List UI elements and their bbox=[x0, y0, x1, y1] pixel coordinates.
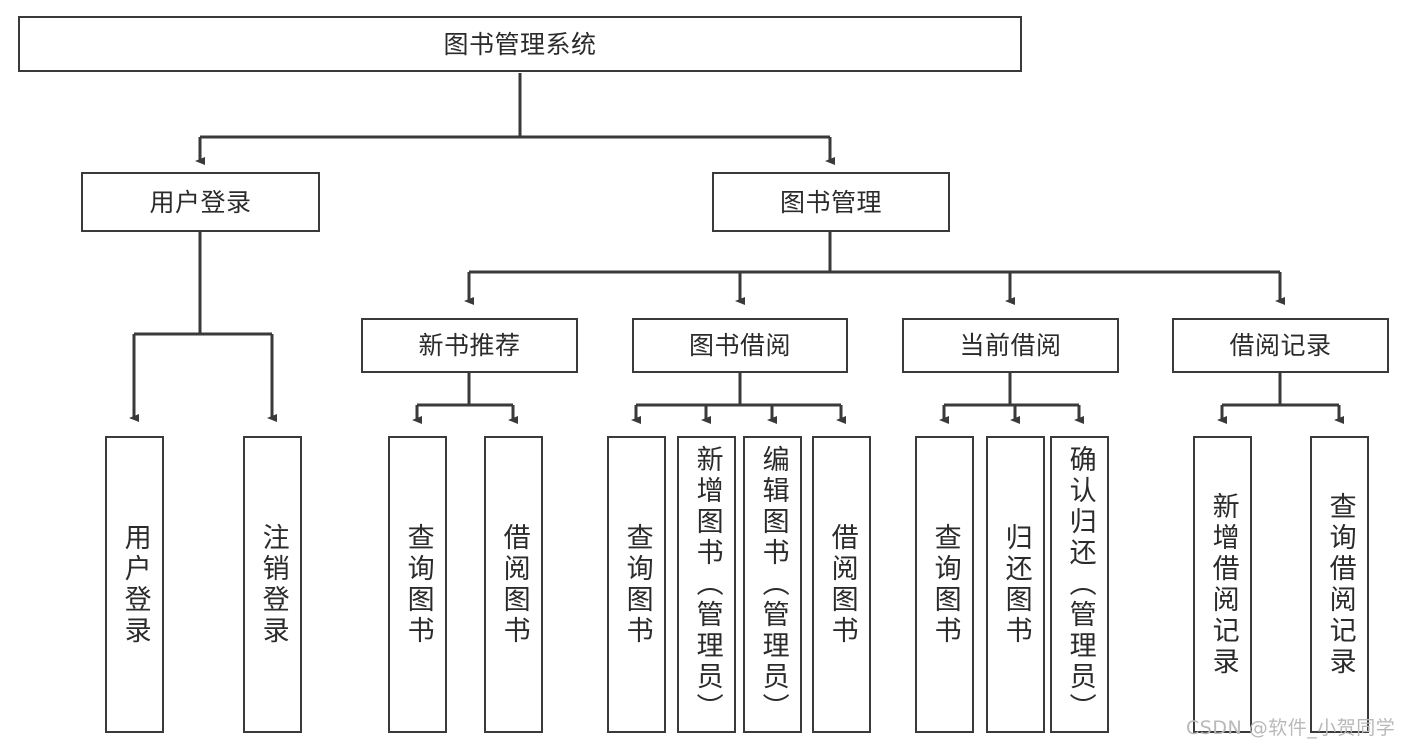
node-leaf-query-book-3[interactable]: 查询图书 bbox=[915, 436, 974, 733]
node-book-borrow[interactable]: 图书借阅 bbox=[632, 318, 848, 373]
node-leaf-add-book[interactable]: 新增图书（管理员） bbox=[677, 436, 736, 733]
node-leaf-query-record[interactable]: 查询借阅记录 bbox=[1310, 436, 1369, 733]
node-leaf-query-record-label: 查询借阅记录 bbox=[1324, 491, 1356, 678]
node-leaf-edit-book[interactable]: 编辑图书（管理员） bbox=[743, 436, 802, 733]
node-leaf-query-book-1-label: 查询图书 bbox=[402, 522, 434, 647]
node-root-label: 图书管理系统 bbox=[443, 29, 597, 59]
node-leaf-add-record[interactable]: 新增借阅记录 bbox=[1193, 436, 1252, 733]
node-leaf-borrow-book-1[interactable]: 借阅图书 bbox=[484, 436, 543, 733]
node-leaf-user-login[interactable]: 用户登录 bbox=[105, 436, 164, 733]
node-leaf-confirm-return[interactable]: 确认归还（管理员） bbox=[1050, 436, 1109, 733]
node-leaf-add-record-label: 新增借阅记录 bbox=[1207, 491, 1239, 678]
node-leaf-query-book-3-label: 查询图书 bbox=[929, 522, 961, 647]
node-leaf-return-book-label: 归还图书 bbox=[1000, 522, 1032, 647]
node-book-borrow-label: 图书借阅 bbox=[688, 331, 791, 360]
node-leaf-borrow-book-2-label: 借阅图书 bbox=[826, 522, 858, 647]
node-borrow-record-label: 借阅记录 bbox=[1229, 331, 1332, 360]
node-leaf-borrow-book-1-label: 借阅图书 bbox=[498, 522, 530, 647]
node-leaf-add-book-label: 新增图书（管理员） bbox=[691, 445, 723, 724]
watermark-text: CSDN @软件_小贺同学 bbox=[1186, 717, 1396, 739]
node-user-login[interactable]: 用户登录 bbox=[81, 172, 320, 232]
node-leaf-return-book[interactable]: 归还图书 bbox=[986, 436, 1045, 733]
node-leaf-query-book-2[interactable]: 查询图书 bbox=[607, 436, 666, 733]
node-leaf-confirm-return-label: 确认归还（管理员） bbox=[1064, 445, 1096, 724]
node-leaf-logout-login[interactable]: 注销登录 bbox=[243, 436, 302, 733]
node-book-management[interactable]: 图书管理 bbox=[712, 172, 950, 232]
node-leaf-user-login-label: 用户登录 bbox=[119, 522, 151, 647]
node-borrow-record[interactable]: 借阅记录 bbox=[1172, 318, 1389, 373]
node-user-login-label: 用户登录 bbox=[149, 187, 252, 217]
node-new-book-recommend[interactable]: 新书推荐 bbox=[361, 318, 578, 373]
node-leaf-query-book-1[interactable]: 查询图书 bbox=[388, 436, 447, 733]
node-leaf-query-book-2-label: 查询图书 bbox=[621, 522, 653, 647]
node-current-borrow[interactable]: 当前借阅 bbox=[902, 318, 1119, 373]
node-book-management-label: 图书管理 bbox=[779, 187, 882, 217]
node-new-book-recommend-label: 新书推荐 bbox=[418, 331, 521, 360]
node-leaf-borrow-book-2[interactable]: 借阅图书 bbox=[812, 436, 871, 733]
node-leaf-edit-book-label: 编辑图书（管理员） bbox=[757, 445, 789, 724]
node-root[interactable]: 图书管理系统 bbox=[18, 16, 1022, 72]
node-leaf-logout-login-label: 注销登录 bbox=[257, 522, 289, 647]
node-current-borrow-label: 当前借阅 bbox=[959, 331, 1062, 360]
